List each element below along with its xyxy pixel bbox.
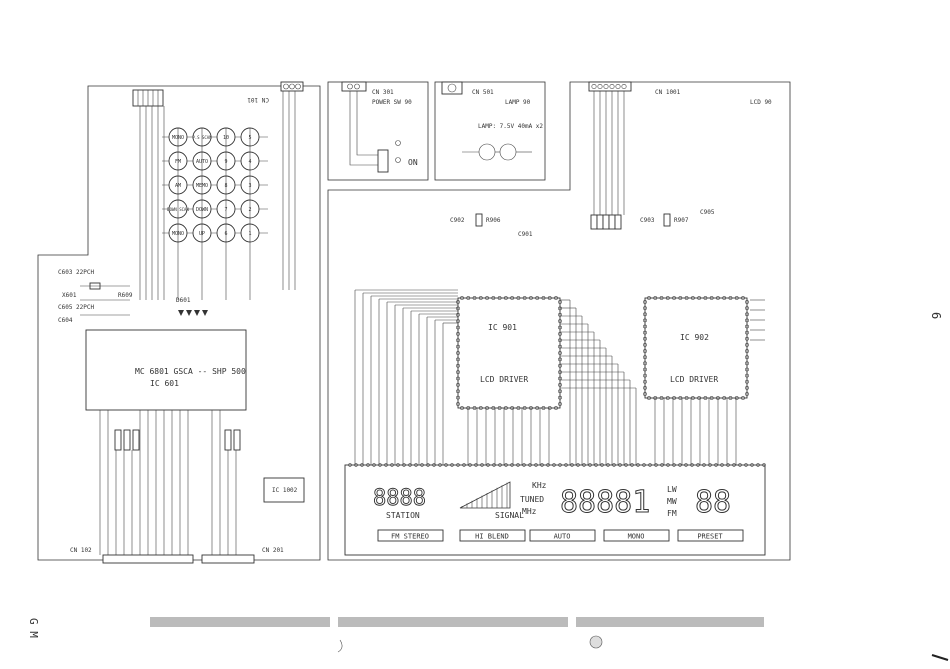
cn102-label: CN 102 (70, 547, 92, 554)
c902-label: C902 (450, 217, 465, 224)
resistor-network (132, 89, 164, 107)
bottom-resistors (114, 429, 241, 451)
fm-band-label: FM (667, 509, 677, 518)
ic1002: IC 1002 (263, 477, 305, 503)
preset-digits: 88 (695, 485, 731, 520)
indicator-row: FM STEREO HI BLEND AUTO MONO PRESET (377, 529, 744, 542)
d601-label: D601 (176, 297, 191, 304)
page-number: 6 (929, 312, 943, 319)
lamp-note: LAMP: 7.5V 40mA x2 (478, 123, 543, 130)
ic1002-label: IC 1002 (272, 487, 298, 494)
ic901-driver-label: LCD DRIVER (480, 375, 528, 384)
connector-cn201: CN 201 (201, 547, 284, 564)
on-label: ON (408, 158, 418, 167)
lcd-board: CN 1001 LCD 90 C902 R906 C901 C903 R9 (327, 81, 791, 561)
indicator-box (377, 529, 444, 542)
lower-bus (99, 410, 237, 555)
ic902-lcd-driver: IC 902 LCD DRIVER (643, 296, 749, 400)
ic902-driver-label: LCD DRIVER (670, 375, 718, 384)
c903-label: C903 (640, 217, 655, 224)
mhz-label: MHz (522, 507, 537, 516)
c901-label: C901 (518, 231, 533, 238)
cn301-label: CN 301 (372, 89, 394, 96)
lamp-label: LAMP 90 (505, 99, 531, 106)
connector-cn102: CN 102 (70, 547, 194, 564)
signal-meter: SIGNAL (459, 481, 524, 520)
diode-array: D601 (176, 297, 208, 316)
cn501-label: CN 501 (472, 89, 494, 96)
lcd-resistors (590, 214, 622, 230)
x601-label: X601 (62, 292, 77, 299)
lcd-display-panel: 8888 STATION SIGNAL MHz TUNED KHz 88881 … (344, 463, 766, 556)
mpu-part-label: MC 6801 GSCA -- SHP 500 (135, 367, 246, 376)
frequency-digits: 88881 (560, 485, 650, 520)
indicator-label: AUTO (554, 533, 571, 541)
indicator-box (677, 529, 744, 542)
keypad-bus (139, 91, 296, 300)
lw-band-label: LW (667, 485, 677, 494)
cn1001-label: CN 1001 (655, 89, 681, 96)
mpu-ic601: MC 6801 GSCA -- SHP 500 IC 601 (85, 329, 247, 411)
station-digits: 8888 (373, 486, 426, 511)
khz-label: KHz (532, 481, 547, 490)
r609-label: R609 (118, 292, 133, 299)
indicator-label: HI BLEND (475, 533, 509, 541)
lcd-label: LCD 90 (750, 99, 772, 106)
cn101-label: CN 101 (247, 96, 269, 103)
indicator-label: MONO (628, 533, 645, 541)
ic901-lcd-driver: IC 901 LCD DRIVER (456, 296, 562, 410)
signal-label: SIGNAL (495, 511, 524, 520)
lcd-bus (354, 289, 765, 465)
mw-band-label: MW (667, 497, 677, 506)
r906-label: R906 (486, 217, 501, 224)
power-switch-board: CN 301 POWER SW 90 ON (327, 81, 429, 181)
corner-letters: G M (27, 618, 40, 638)
indicator-label: FM STEREO (391, 533, 429, 541)
registration-marks (150, 617, 949, 661)
connector-cn1001: CN 1001 LCD 90 (588, 81, 772, 106)
ic901-label: IC 901 (488, 323, 517, 332)
indicator-box (603, 529, 670, 542)
c603-label: C603 22PCH (58, 269, 95, 276)
r907-label: R907 (674, 217, 689, 224)
cn201-label: CN 201 (262, 547, 284, 554)
lamp-board: CN 501 LAMP 90 LAMP: 7.5V 40mA x2 (434, 81, 546, 181)
c605-label: C605 22PCH (58, 304, 95, 311)
power-sw-label: POWER SW 90 (372, 99, 412, 106)
oscillator-section: C603 22PCH X601 C605 22PCH C604 R609 (58, 269, 133, 324)
indicator-box (529, 529, 596, 542)
indicator-box (459, 529, 526, 542)
lcd-passives: C902 R906 C901 C903 R907 C905 (450, 209, 715, 238)
indicator-label: PRESET (697, 533, 723, 541)
tuned-label: TUNED (520, 495, 544, 504)
cn1001-lines (593, 91, 625, 215)
ic601-label: IC 601 (150, 379, 179, 388)
c905-label: C905 (700, 209, 715, 216)
station-label: STATION (386, 511, 420, 520)
ic902-label: IC 902 (680, 333, 709, 342)
connector-cn101-top: CN 101 (247, 81, 304, 103)
c604-label: C604 (58, 317, 73, 324)
